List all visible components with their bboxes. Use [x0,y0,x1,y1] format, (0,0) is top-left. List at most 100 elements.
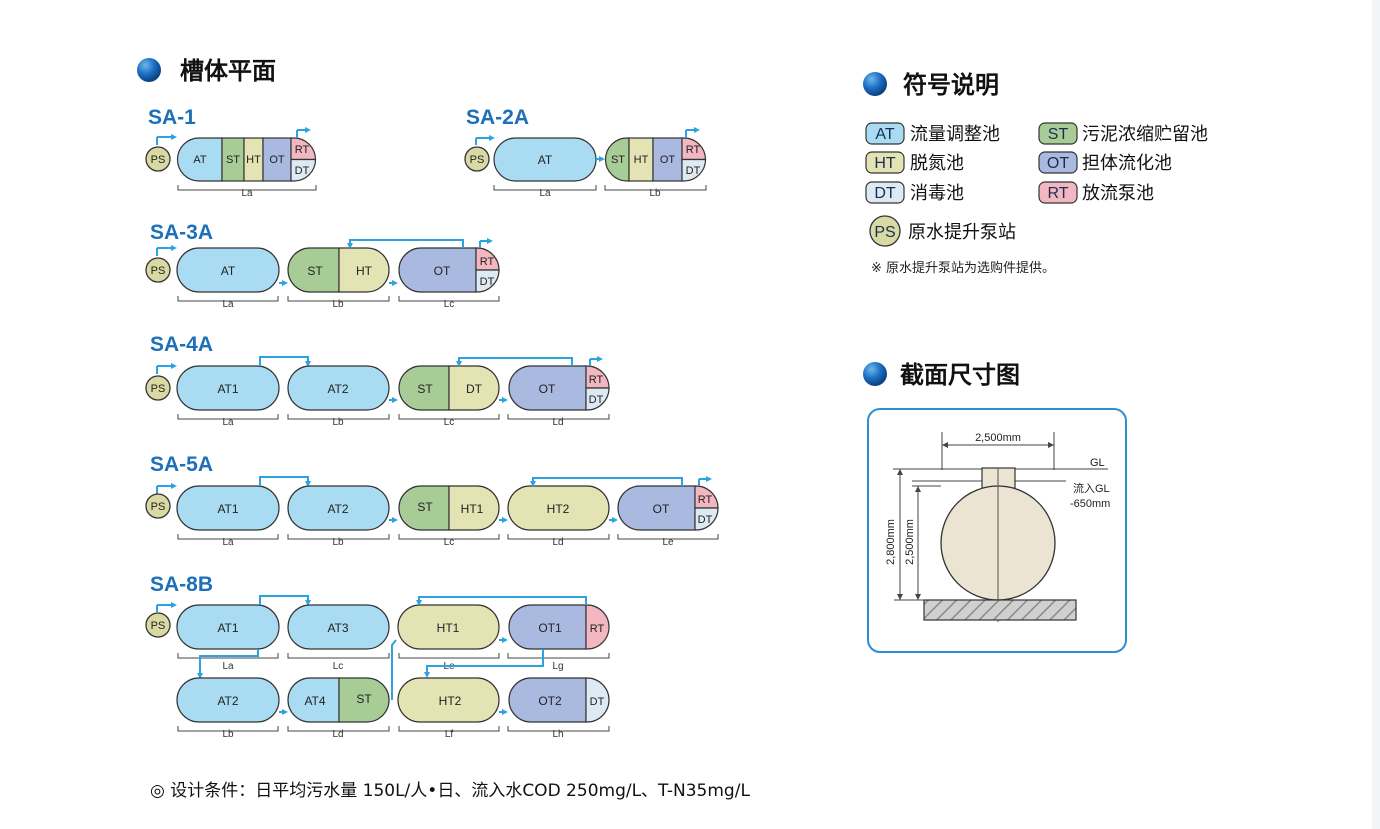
tank-label: ST [226,154,240,166]
legend-swatch-dt [865,181,905,204]
model-name: SA-5A [150,453,213,476]
tank-label: OT2 [538,694,562,708]
legend-code: HT [874,155,896,172]
bullet-ball-icon [863,362,887,386]
tank-label: ST [307,264,323,278]
tank-at2 [176,677,280,723]
plan-title: 槽体平面 [180,57,276,85]
ps-label: PS [151,265,166,277]
dim-label: La [222,537,234,548]
tank-label: RT [295,144,310,156]
dim-label: Ld [552,417,563,428]
inflow-depth: -650mm [1070,498,1110,510]
tank-at4 [287,677,340,723]
legend-label: 流量调整池 [910,124,1000,145]
ps-pump-icon [145,375,171,401]
dim-label: Lb [332,299,344,310]
tank-st [287,247,340,293]
tank-ht [628,137,654,182]
legend-swatch-st [1038,122,1078,145]
legend-swatch-at [865,122,905,145]
legend-code: OT [1047,155,1069,172]
tank-label: DT [466,382,483,396]
tank-label: OT [269,154,285,166]
dim-label: La [222,417,234,428]
tank-ot [652,137,683,182]
tank-dt-end [585,387,610,411]
tank-at3 [287,604,390,650]
section-title: 截面尺寸图 [900,361,1020,389]
model-sa3a: SA-3A PS AT ST HT OT RT DT La Lb Lc [145,221,500,310]
legend-note: ※ 原水提升泵站为选购件提供。 [871,260,1055,276]
tank-label: OT [434,264,451,278]
legend-label: 原水提升泵站 [908,222,1016,243]
tank-st [338,677,390,723]
tank-label: DT [480,276,495,288]
tank-label: HT [634,154,649,166]
tank-rt [585,604,610,650]
tank-label: HT2 [547,502,570,516]
tank-st [604,137,630,182]
legend-code: AT [875,126,894,143]
inflow-label: 流入GL [1073,481,1110,495]
tank-label: ST [417,500,433,514]
tank-label: DT [590,696,605,708]
tank-label: RT [698,494,713,506]
tank-label: AT2 [217,694,238,708]
tank-at1 [176,604,280,650]
dim-label: Lb [222,729,234,740]
tank-dt [448,365,500,411]
dim-label: La [241,188,253,199]
tank-ot2 [508,677,587,723]
legend-code: RT [1047,185,1068,202]
tank-label: DT [295,165,310,177]
tank-label: HT [356,264,373,278]
ps-label: PS [151,154,166,166]
bullet-ball-icon [137,58,161,82]
model-name: SA-1 [148,106,196,129]
tank-label: AT4 [304,694,325,708]
diameter-height-dimension: 2,500mm [904,519,916,565]
legend-code: ST [1048,126,1069,143]
dim-label: Lc [333,661,344,672]
tank-at2 [287,485,390,531]
plan-heading: 槽体平面 [137,57,276,85]
design-conditions: ◎ 设计条件：日平均污水量 150L/人•日、流入水COD 250mg/L、T-… [150,781,750,801]
tank-ht [338,247,390,293]
tank-at1 [176,485,280,531]
tank-st [398,365,450,411]
tank-ot [617,485,696,531]
legend-swatch-ot [1038,151,1078,174]
tank-label: OT1 [538,621,562,635]
tank-label: OT [660,154,676,166]
dim-label: La [539,188,551,199]
dim-label: Ld [552,537,563,548]
tank-at2 [287,365,390,411]
dim-label: Lc [444,537,455,548]
ps-pump-icon [464,146,490,172]
tank-ot1 [508,604,587,650]
legend-code: PS [874,224,895,241]
legend-swatch-ht [865,151,905,174]
legend-label: 脱氮池 [910,153,964,174]
tank-ot [398,247,477,293]
tank-label: AT [193,154,207,166]
tank-ht2 [507,485,610,531]
dim-label: Lh [552,729,563,740]
legend-label: 污泥浓缩贮留池 [1082,124,1208,145]
tank-ht1 [448,485,500,531]
legend-label: 消毒池 [910,183,964,204]
model-sa4a: SA-4A PS AT1 AT2 ST DT OT RT DT La Lb [145,333,610,428]
tank-label: AT1 [217,382,238,396]
model-name: SA-3A [150,221,213,244]
model-sa2a: SA-2A PS AT ST HT OT RT DT La Lb [464,106,707,199]
tank-label: DT [686,165,701,177]
legend-label: 放流泵池 [1082,183,1154,204]
total-height-dimension: 2,800mm [885,519,897,565]
tank-st [398,485,450,531]
page-edge-shade [1372,0,1380,829]
tank-label: RT [686,144,701,156]
tank-label: HT1 [461,502,484,516]
legend-swatch-rt [1038,181,1078,204]
tank-label: RT [589,374,604,386]
